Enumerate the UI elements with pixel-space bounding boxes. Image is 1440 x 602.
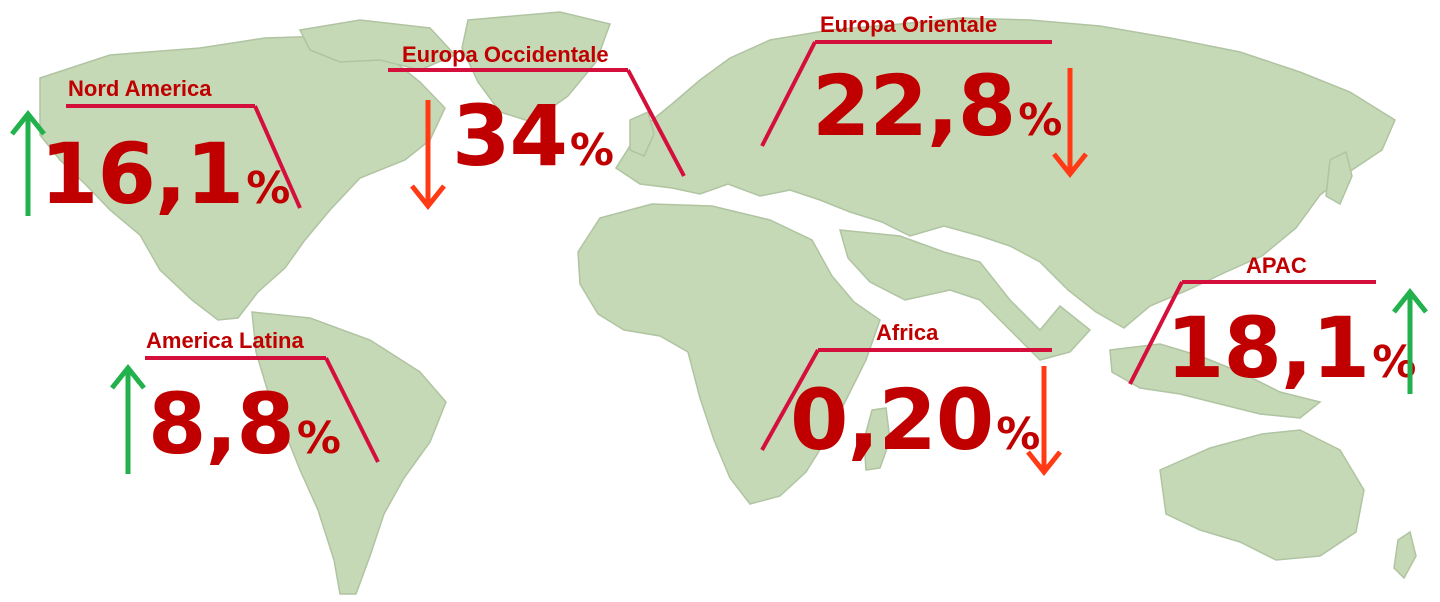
value-number: 18,1: [1166, 299, 1370, 397]
callout-europa-orientale: [760, 40, 1052, 147]
land-south-america: [251, 311, 447, 595]
land-eurasia: [614, 17, 1396, 329]
arrow-up-icon: [110, 363, 146, 474]
land-uk: [629, 110, 655, 157]
value-unit: %: [1018, 95, 1063, 146]
land-africa: [577, 203, 881, 505]
region-name-europa-occidentale: Europa Occidentale: [402, 42, 609, 67]
land-new-zealand: [1393, 530, 1417, 580]
region-name-america-latina: America Latina: [146, 328, 304, 353]
value-number: 8,8: [148, 375, 295, 473]
value-unit: %: [246, 163, 291, 214]
callout-apac: [1128, 280, 1376, 385]
region-name-nord-america: Nord America: [68, 76, 212, 101]
region-value-nord-america: 16,1%: [40, 132, 290, 216]
value-number: 0,20: [790, 371, 994, 469]
region-name-europa-orientale: Europa Orientale: [820, 12, 998, 37]
arrow-up-icon: [1392, 287, 1428, 394]
callout-america-latina: [145, 356, 380, 463]
region-value-europa-occidentale: 34%: [452, 94, 614, 178]
land-south-asia: [838, 229, 1092, 361]
region-value-africa: 0,20%: [790, 378, 1040, 462]
land-japan: [1325, 150, 1353, 206]
arrow-down-icon: [1026, 366, 1062, 477]
value-unit: %: [569, 125, 614, 176]
callout-europa-occidentale: [388, 68, 686, 177]
callout-africa: [760, 348, 1052, 451]
land-southeast-asia-islands: [1109, 343, 1322, 419]
region-name-africa: Africa: [876, 320, 939, 345]
land-australia: [1159, 429, 1365, 561]
arrow-down-icon: [1052, 68, 1088, 179]
value-number: 16,1: [40, 125, 244, 223]
arrow-down-icon: [410, 100, 446, 211]
region-name-apac: APAC: [1246, 253, 1307, 278]
land-greenland: [461, 11, 611, 123]
value-number: 34: [452, 87, 568, 185]
value-unit: %: [296, 413, 341, 464]
region-value-europa-orientale: 22,8%: [812, 64, 1062, 148]
region-value-america-latina: 8,8%: [148, 382, 341, 466]
land-madagascar: [863, 407, 891, 471]
value-unit: %: [996, 409, 1041, 460]
arrow-up-icon: [10, 109, 46, 216]
region-value-apac: 18,1%: [1166, 306, 1416, 390]
callout-nord-america: [66, 104, 302, 209]
value-number: 22,8: [812, 57, 1016, 155]
